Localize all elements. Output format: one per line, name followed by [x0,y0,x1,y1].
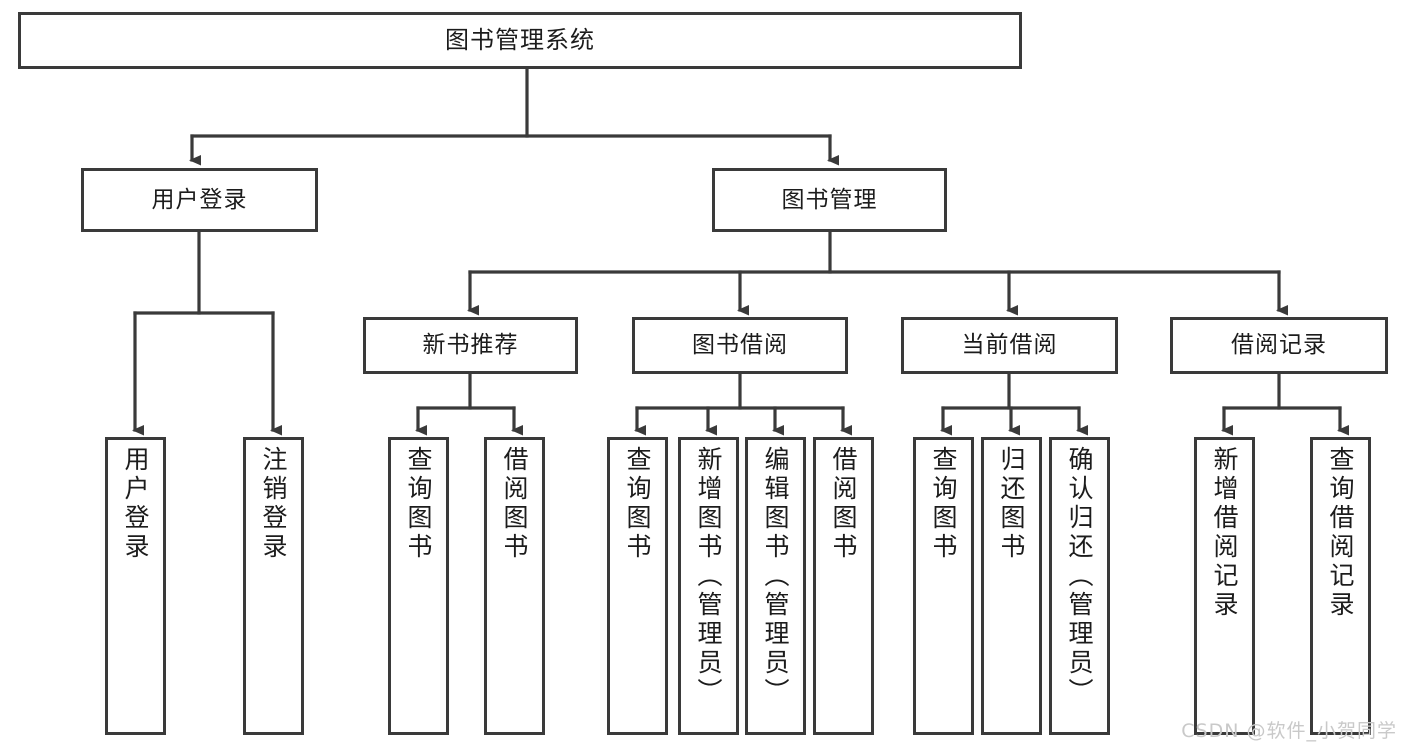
node-user-login-leaf[interactable]: 用户登录 [105,437,166,735]
node-query-book-3-label: 查询图书 [929,446,958,562]
node-root[interactable]: 图书管理系统 [18,12,1022,69]
node-confirm-return-admin[interactable]: 确认归还（管理员） [1049,437,1110,735]
node-logout-leaf-label: 注销登录 [259,446,288,562]
node-book-borrow-label: 图书借阅 [692,332,788,359]
node-query-book-1[interactable]: 查询图书 [388,437,449,735]
node-query-borrow-record-label: 查询借阅记录 [1326,446,1355,620]
node-new-book-recommend[interactable]: 新书推荐 [363,317,578,374]
node-add-book-admin[interactable]: 新增图书（管理员） [678,437,739,735]
node-add-borrow-record[interactable]: 新增借阅记录 [1194,437,1255,735]
node-new-book-recommend-label: 新书推荐 [422,332,519,359]
node-borrow-record-label: 借阅记录 [1231,332,1327,359]
node-book-manage[interactable]: 图书管理 [712,168,947,232]
node-query-book-1-label: 查询图书 [404,446,433,562]
node-confirm-return-admin-label: 确认归还（管理员） [1065,446,1094,707]
node-add-borrow-record-label: 新增借阅记录 [1210,446,1239,620]
node-borrow-record[interactable]: 借阅记录 [1170,317,1388,374]
node-borrow-book-2-label: 借阅图书 [829,446,858,562]
node-query-borrow-record[interactable]: 查询借阅记录 [1310,437,1371,735]
node-query-book-2-label: 查询图书 [623,446,652,562]
node-book-borrow[interactable]: 图书借阅 [632,317,848,374]
node-add-book-admin-label: 新增图书（管理员） [694,446,723,707]
node-query-book-2[interactable]: 查询图书 [607,437,668,735]
node-return-book-label: 归还图书 [997,446,1026,562]
node-user-login-leaf-label: 用户登录 [121,446,150,562]
node-user-login-label: 用户登录 [151,186,248,213]
node-root-label: 图书管理系统 [445,25,595,54]
node-current-borrow[interactable]: 当前借阅 [901,317,1118,374]
node-query-book-3[interactable]: 查询图书 [913,437,974,735]
node-edit-book-admin-label: 编辑图书（管理员） [761,446,790,707]
node-borrow-book-1-label: 借阅图书 [500,446,529,562]
watermark: CSDN @软件_小贺同学 [1181,720,1397,742]
node-book-manage-label: 图书管理 [781,186,878,213]
node-edit-book-admin[interactable]: 编辑图书（管理员） [745,437,806,735]
node-borrow-book-1[interactable]: 借阅图书 [484,437,545,735]
node-borrow-book-2[interactable]: 借阅图书 [813,437,874,735]
node-return-book[interactable]: 归还图书 [981,437,1042,735]
node-current-borrow-label: 当前借阅 [961,332,1058,359]
node-user-login[interactable]: 用户登录 [81,168,318,232]
node-logout-leaf[interactable]: 注销登录 [243,437,304,735]
